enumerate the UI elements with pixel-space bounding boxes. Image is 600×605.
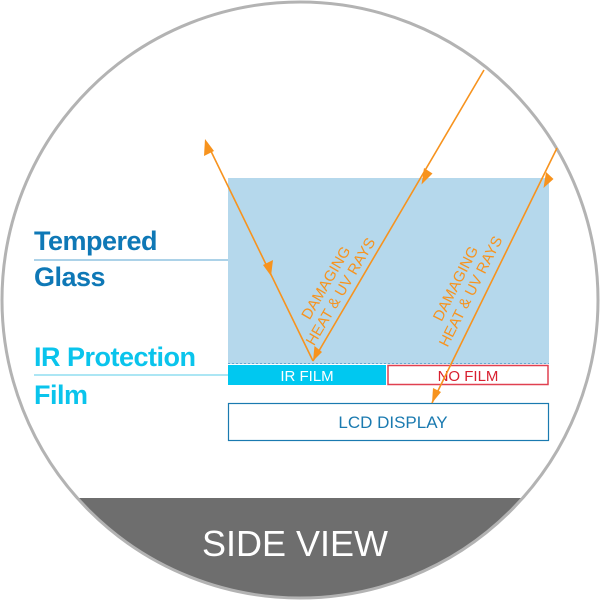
tempered-glass-label-line1: Tempered xyxy=(34,226,157,256)
ir-film-layer xyxy=(228,365,386,385)
ray-incoming-arrow-1 xyxy=(421,168,433,185)
tempered-glass-pane xyxy=(228,178,549,364)
ray-transmitted-arrow-2 xyxy=(432,388,441,403)
lcd-display-label: LCD DISPLAY xyxy=(338,413,447,432)
ray-reflected-arrow-tip xyxy=(204,139,214,156)
tempered-glass-label-line2: Glass xyxy=(34,262,105,292)
transmitted-ray xyxy=(431,147,558,404)
ray-incoming-arrow-2 xyxy=(313,346,322,361)
reflected-ray xyxy=(204,69,485,362)
ray-reflected-arrow-mid xyxy=(263,260,273,276)
no-film-label: NO FILM xyxy=(438,368,499,385)
ir-film-label: IR FILM xyxy=(280,368,333,385)
lcd-display-box xyxy=(227,402,550,442)
ir-protection-label-line2: Film xyxy=(34,380,88,410)
ray-transmitted-segment xyxy=(431,147,558,404)
ray-incoming-segment xyxy=(312,69,485,362)
ray-reflected-segment xyxy=(206,142,314,362)
ir-protection-label-line1: IR Protection xyxy=(34,342,196,372)
no-film-layer xyxy=(387,364,549,386)
ray-transmitted-arrow-1 xyxy=(543,172,554,188)
side-view-label: SIDE VIEW xyxy=(202,523,388,564)
